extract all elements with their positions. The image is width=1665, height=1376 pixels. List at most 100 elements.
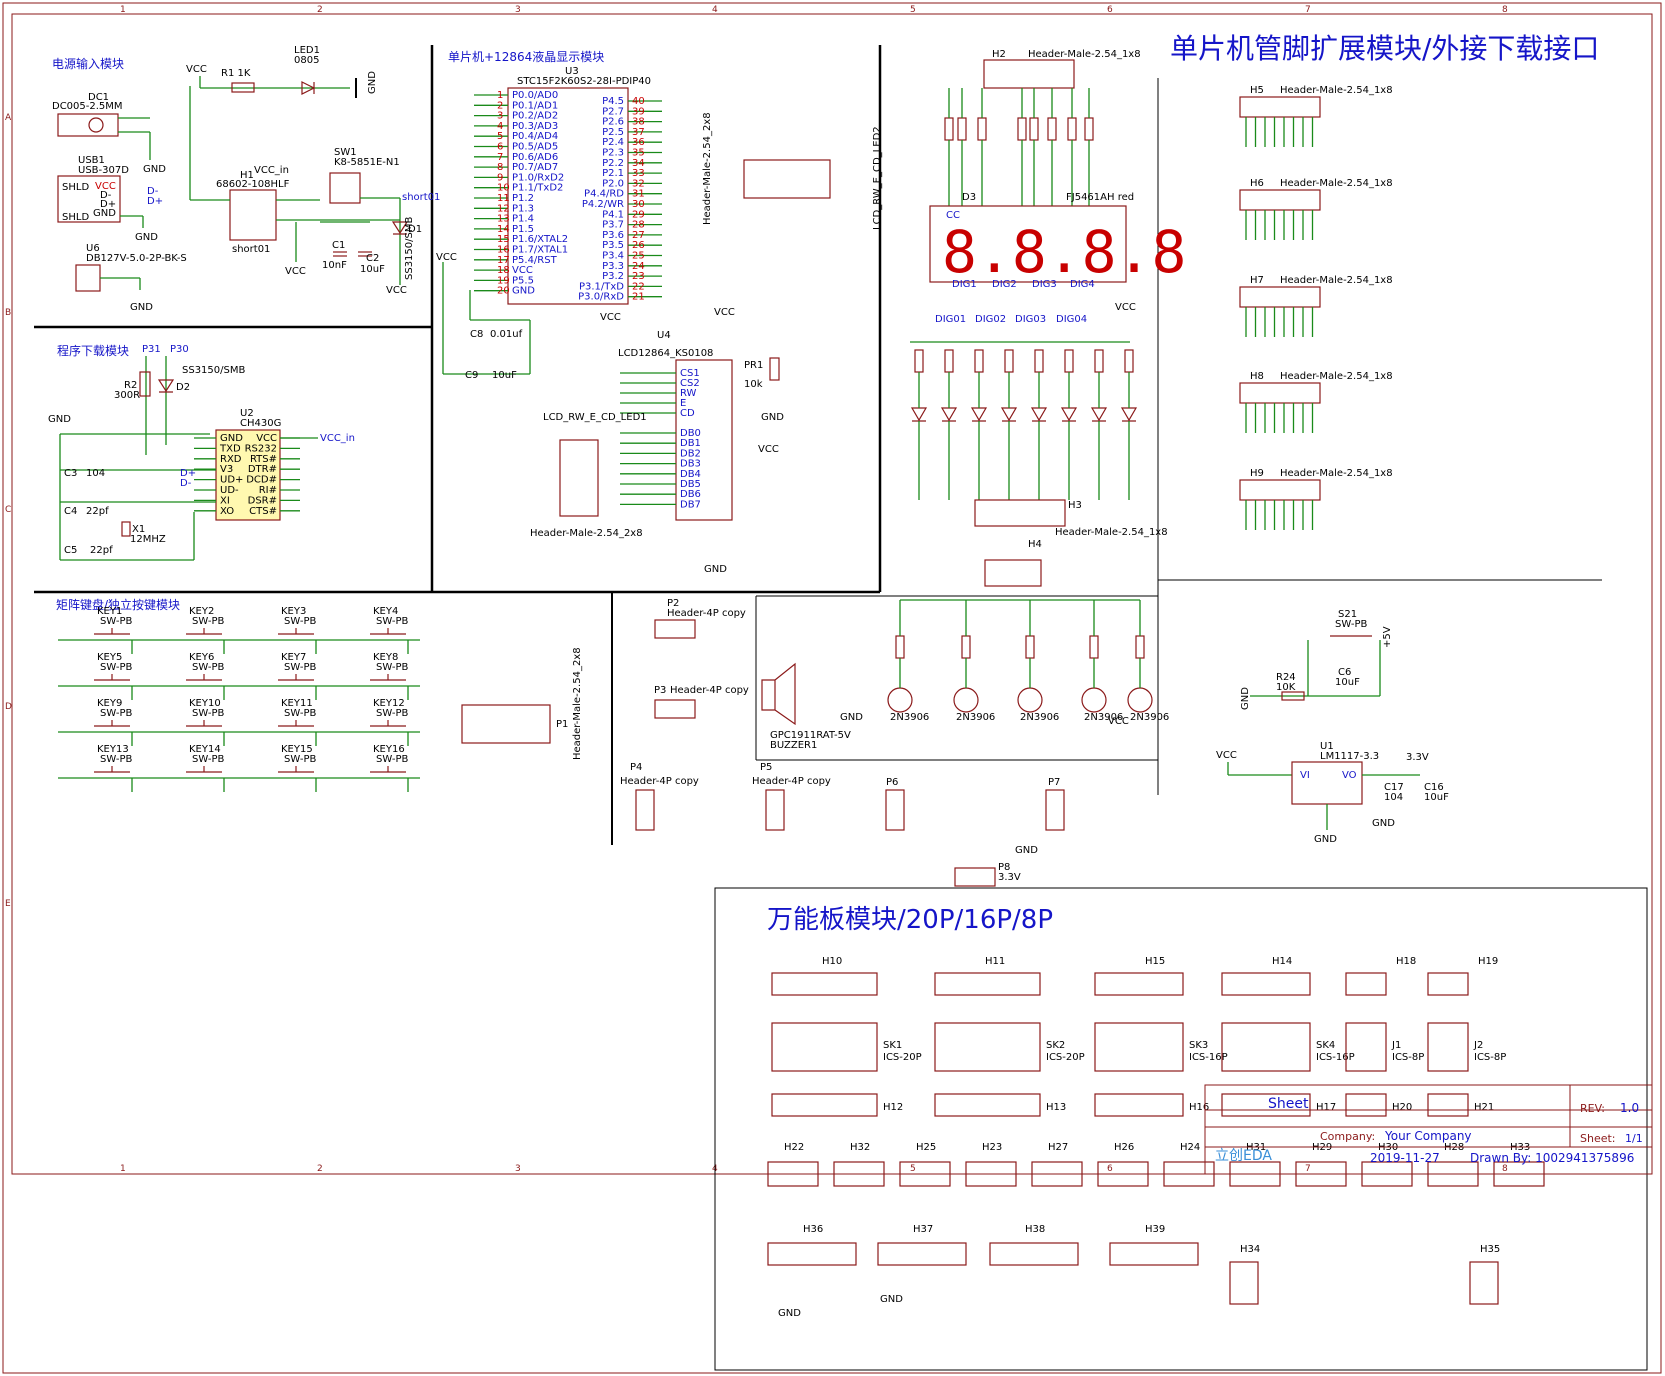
- header-ref: H24: [1180, 1142, 1200, 1153]
- sw1-switch: [329, 172, 361, 204]
- u2-pin-label: RS232: [245, 443, 277, 454]
- row-label: C: [5, 505, 11, 515]
- p1-connector: [461, 704, 551, 744]
- u3-left-pins: P0.0/AD01P0.1/AD12P0.2/AD23P0.3/AD34P0.4…: [474, 90, 568, 297]
- u3-pin-label: P3.1/TxD: [579, 281, 624, 292]
- u3-pin-number: 30: [632, 199, 645, 210]
- u3-pin-number: 24: [632, 261, 645, 272]
- header-ref: H19: [1478, 956, 1498, 967]
- p2-connector: [654, 619, 696, 639]
- d1-diode: [391, 221, 409, 235]
- download-module-label: 程序下载模块: [57, 343, 129, 358]
- key-ref: KEY13: [97, 744, 129, 755]
- vcc-label: VCC: [1115, 302, 1136, 313]
- key-type: SW-PB: [100, 754, 132, 765]
- u2-pin-label: RI#: [259, 485, 277, 496]
- key-ref: KEY15: [281, 744, 313, 755]
- p5-connector: [765, 789, 785, 831]
- c1-label: C1: [332, 240, 345, 251]
- d3-ref: D3: [962, 192, 976, 203]
- key-type: SW-PB: [192, 662, 224, 673]
- ic-socket: [1094, 1022, 1184, 1072]
- lower-header: [1427, 1093, 1469, 1117]
- led-resistor: [974, 349, 984, 373]
- u3-pin-number: 35: [632, 148, 645, 159]
- header-ref: H34: [1240, 1244, 1260, 1255]
- u3-pin-label: P0.3/AD3: [512, 121, 558, 132]
- dig-net: DIG01: [935, 314, 966, 325]
- header-ref: H39: [1145, 1224, 1165, 1235]
- cap-header: [1229, 1261, 1259, 1305]
- u4-pin-label: DB1: [680, 438, 701, 449]
- u3-pin-label: P0.2/AD2: [512, 111, 558, 122]
- inner-frame: [11, 13, 1653, 1175]
- dig-label: DIG3: [1032, 279, 1057, 290]
- transistor-body: [1081, 687, 1107, 713]
- r1-label: R1 1K: [221, 68, 251, 79]
- u3-pin-number: 1: [497, 90, 503, 101]
- c4-value: 22pf: [86, 506, 109, 517]
- c5-value: 22pf: [90, 545, 113, 556]
- u2-pin-label: DTR#: [248, 464, 277, 475]
- dc1-jack: [57, 113, 119, 137]
- key-ref: KEY16: [373, 744, 405, 755]
- header-ref: H13: [1046, 1102, 1066, 1113]
- header-ref: H16: [1189, 1102, 1209, 1113]
- col-label: 2: [317, 5, 323, 15]
- led1-diode: [301, 81, 316, 95]
- small-header: [965, 1161, 1017, 1187]
- u6-name: DB127V-5.0-2P-BK-S: [86, 253, 187, 264]
- usb1-name: USB-307D: [78, 165, 129, 176]
- u3-pin-number: 26: [632, 240, 645, 251]
- pr1-label: PR1: [744, 360, 763, 371]
- u3-pin-label: P3.7: [602, 220, 624, 231]
- led-resistor: [1124, 349, 1134, 373]
- u3-pin-number: 11: [497, 193, 510, 204]
- key-ref: KEY10: [189, 698, 221, 709]
- key-type: SW-PB: [376, 708, 408, 719]
- r24-label: R24: [1276, 672, 1296, 683]
- ic-socket: [1427, 1022, 1469, 1072]
- u3-pin-number: 28: [632, 220, 645, 231]
- usb-pin: VCC: [95, 181, 116, 192]
- dc1-jack-pin: [88, 117, 104, 133]
- base-resistor: [1089, 635, 1099, 659]
- key-ref: KEY8: [373, 652, 398, 663]
- u3-pin-number: 4: [497, 121, 503, 132]
- upper-header: [1427, 972, 1469, 996]
- r2-value: 300R: [114, 390, 140, 401]
- gnd-label: GND: [1240, 687, 1251, 710]
- vcc-in-label: VCC_in: [320, 433, 355, 444]
- header-ref: H18: [1396, 956, 1416, 967]
- base-resistor: [1135, 635, 1145, 659]
- socket-name: ICS-16P: [1189, 1052, 1228, 1063]
- buzzer-ref: BUZZER1: [770, 740, 817, 751]
- download-module: P31 P30 R2 300R D2 SS3150/SMB GND U2 CH4…: [48, 344, 355, 561]
- u3-pin-label: GND: [512, 286, 535, 297]
- expansion-header: [1239, 382, 1321, 404]
- keys-module: KEY1SW-PBKEY2SW-PBKEY3SW-PBKEY4SW-PBKEY5…: [58, 606, 420, 792]
- u3-pin-label: P2.0: [602, 178, 624, 189]
- u2-pin-label: UD-: [220, 485, 239, 496]
- small-header: [767, 1161, 819, 1187]
- col-label: 8: [1502, 1164, 1508, 1174]
- row-label: E: [5, 899, 11, 909]
- u2-chip: [215, 429, 281, 521]
- u3-pin-label: P1.4: [512, 214, 534, 225]
- key-type: SW-PB: [284, 754, 316, 765]
- p8-ref: P8: [998, 862, 1010, 873]
- expansion-header: [1239, 479, 1321, 501]
- row-label: D: [5, 702, 12, 712]
- ic-socket: [1345, 1022, 1387, 1072]
- net-label: D-: [147, 186, 159, 197]
- key-type: SW-PB: [284, 708, 316, 719]
- col-label: 5: [910, 1164, 916, 1174]
- expansion-header: [1239, 189, 1321, 211]
- vcc-label: VCC: [714, 307, 735, 318]
- transistor-body: [887, 687, 913, 713]
- v33-label: 3.3V: [1406, 752, 1429, 763]
- u2-pin-label: TXD: [219, 443, 241, 454]
- p1-ref: P1: [556, 719, 568, 730]
- socket-ref: J1: [1391, 1040, 1401, 1051]
- u3-pin-label: P1.5: [512, 224, 534, 235]
